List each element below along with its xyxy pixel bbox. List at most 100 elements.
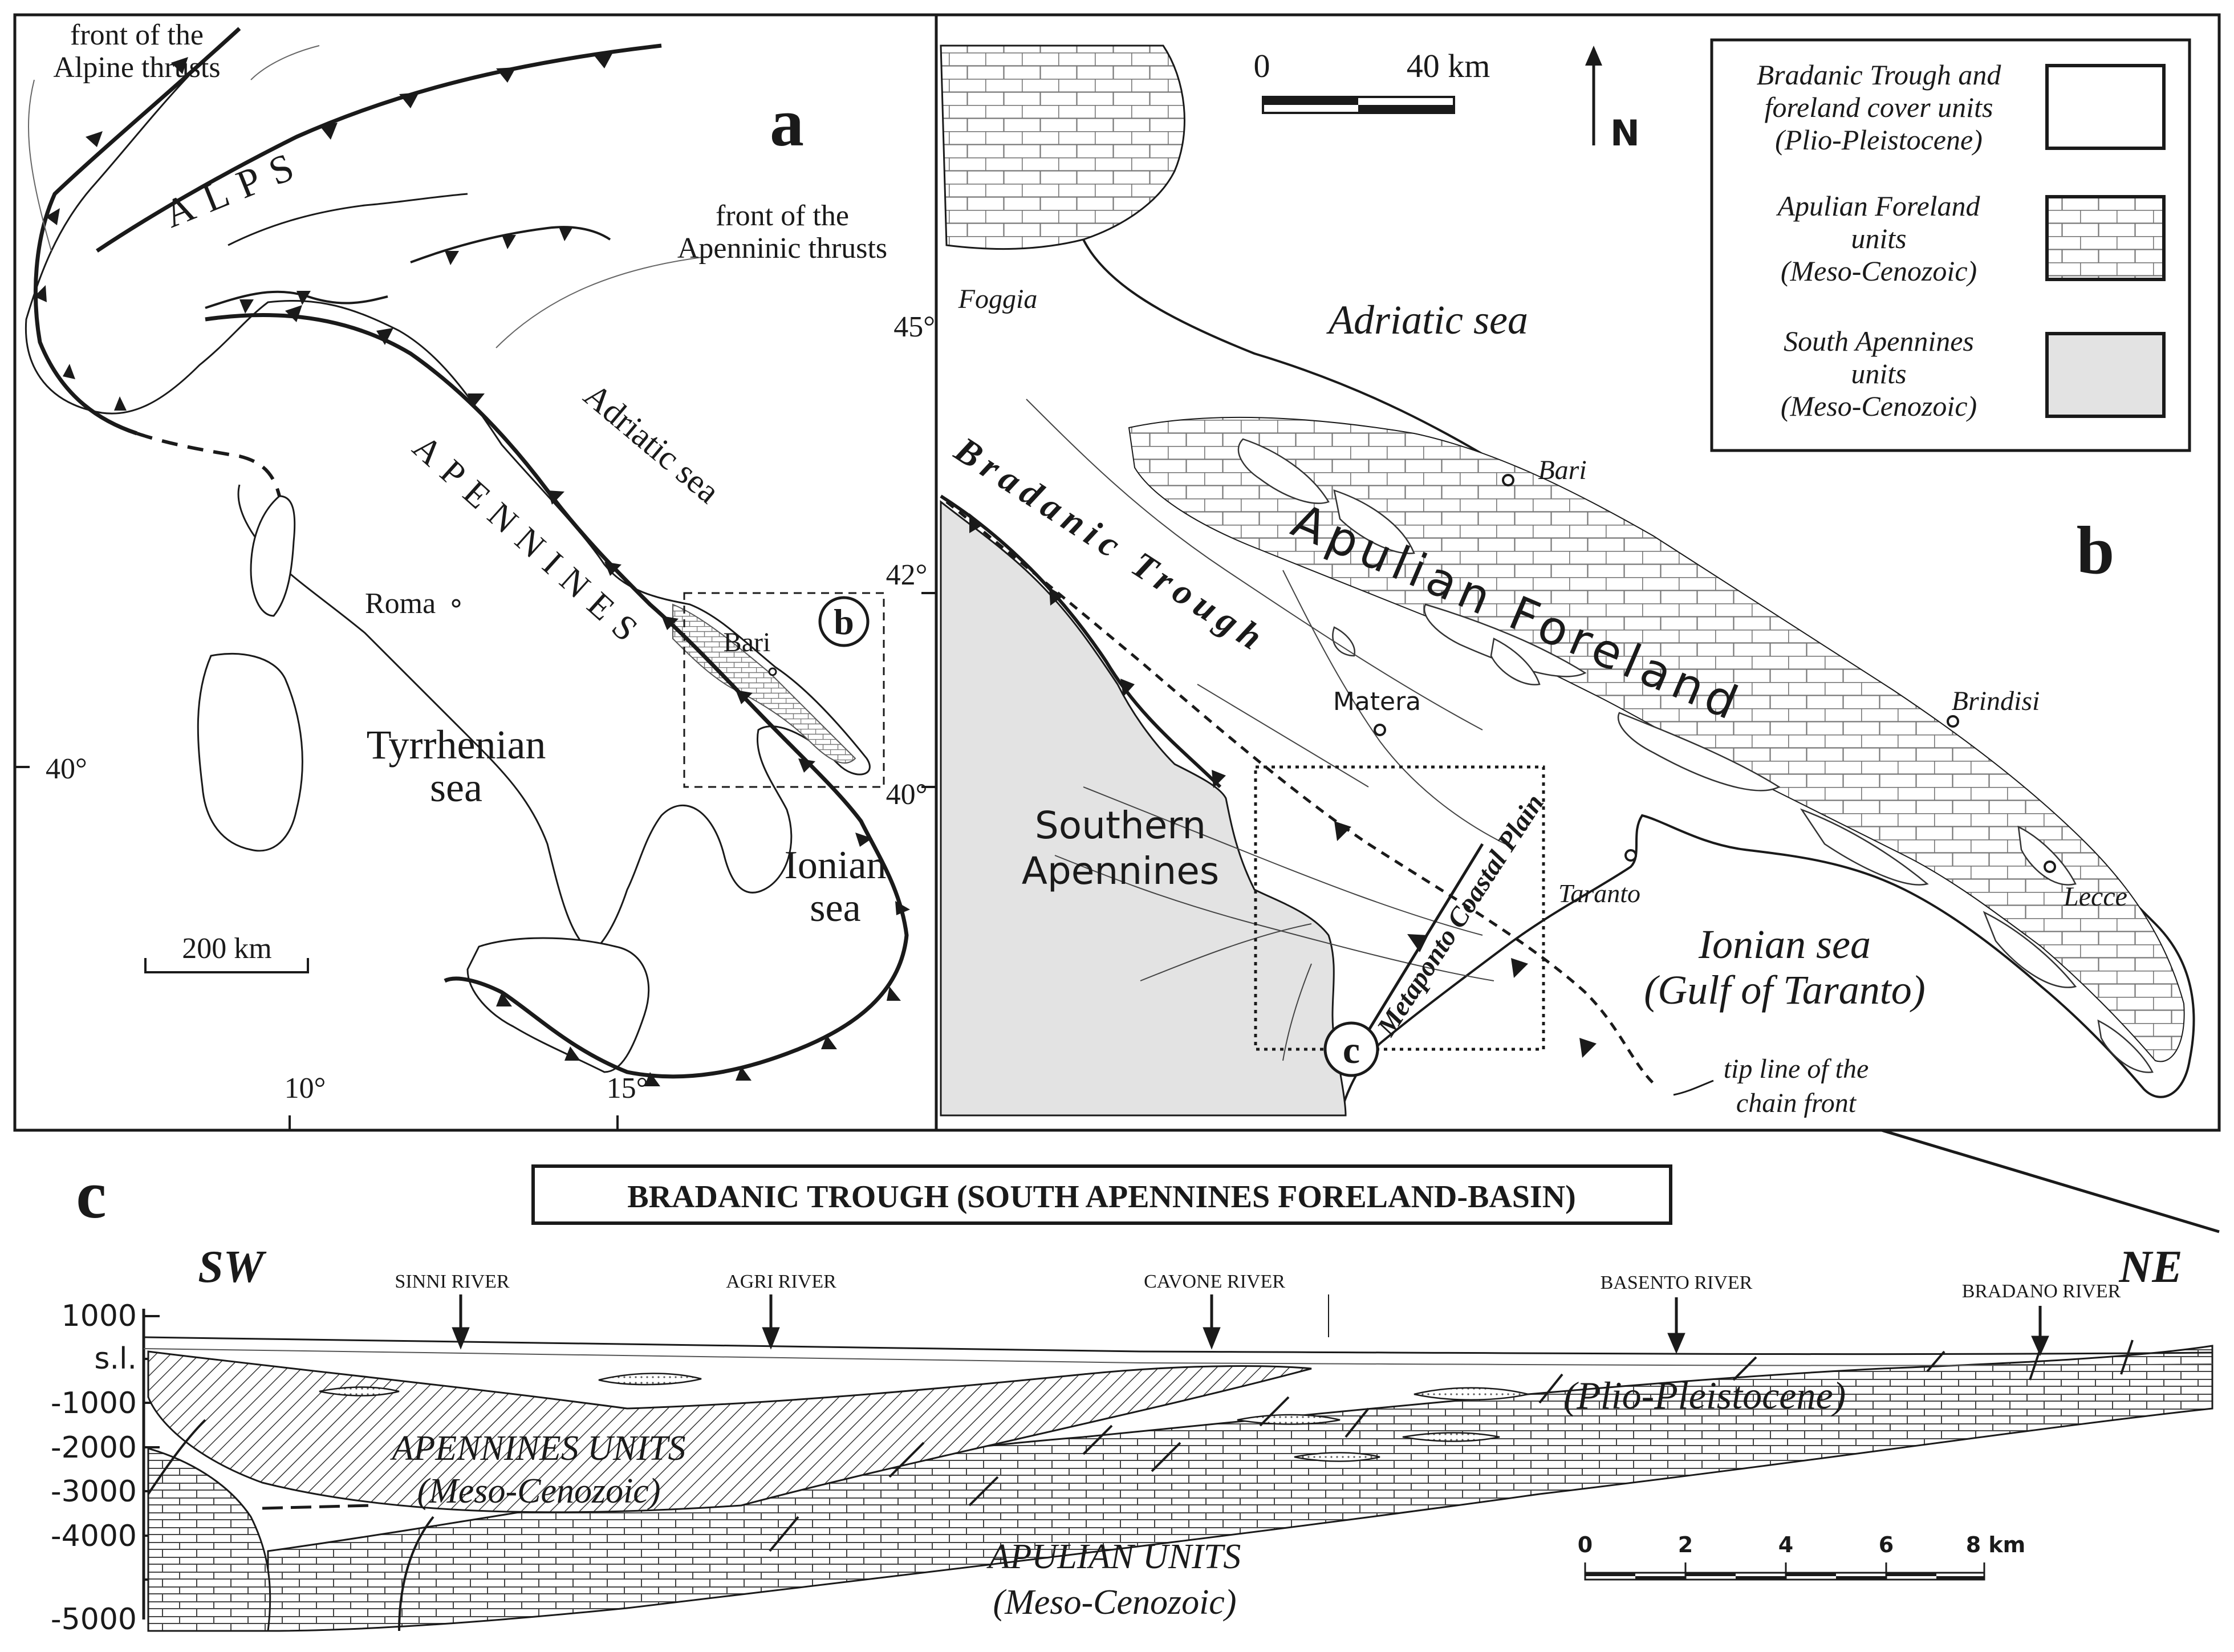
river-label: BASENTO RIVER bbox=[1601, 1272, 1753, 1293]
scale-label: 4 bbox=[1778, 1532, 1793, 1557]
legend-swatch-foreland bbox=[2045, 195, 2166, 281]
roma-label: Roma bbox=[365, 587, 436, 620]
panel-a-letter: a bbox=[770, 84, 804, 160]
ionian-label-a-1: Ionian bbox=[785, 843, 887, 887]
internal-thrust-2 bbox=[228, 193, 468, 246]
section-title: BRADANIC TROUGH (SOUTH APENNINES FORELAN… bbox=[627, 1179, 1576, 1215]
scale-label: 6 bbox=[1879, 1532, 1894, 1557]
river-label: SINNI RIVER bbox=[395, 1271, 509, 1292]
matera-label: Matera bbox=[1333, 687, 1421, 716]
plio-pleistocene-label: (Plio-Pleistocene) bbox=[1564, 1374, 1846, 1417]
depth-label: -1000 bbox=[51, 1386, 137, 1420]
legend-foreland-line-3: (Meso-Cenozoic) bbox=[1781, 255, 1977, 287]
river-labels: SINNI RIVER AGRI RIVER CAVONE RIVER BASE… bbox=[395, 1271, 2121, 1302]
bari-label-b: Bari bbox=[1538, 455, 1586, 485]
panel-c-cross-section: c BRADANIC TROUGH (SOUTH APENNINES FOREL… bbox=[51, 1156, 2213, 1637]
section-marker: c bbox=[1343, 1028, 1360, 1071]
lat-40-label-left: 40° bbox=[46, 753, 87, 785]
brindisi-label: Brindisi bbox=[1952, 686, 2040, 716]
tip-line-label-2: chain front bbox=[1736, 1088, 1857, 1118]
alpine-thrust-teeth bbox=[34, 52, 613, 411]
legend-foreland-line-2: units bbox=[1851, 222, 1906, 254]
scale-label: 8 km bbox=[1966, 1532, 2026, 1557]
tip-line-teeth bbox=[1334, 821, 1597, 1058]
north-label: N bbox=[1610, 112, 1640, 154]
lat-42-label: 42° bbox=[886, 559, 928, 591]
internal-thrust-teeth bbox=[239, 227, 573, 314]
lecce-label: Lecce bbox=[2063, 882, 2127, 912]
apulian-units-label-1: APULIAN UNITS bbox=[986, 1537, 1241, 1576]
panel-c-letter: c bbox=[76, 1156, 106, 1232]
corsica-coastline bbox=[250, 495, 296, 617]
sw-label: SW bbox=[198, 1242, 266, 1292]
depth-label: -4000 bbox=[51, 1519, 137, 1553]
bari-point-b bbox=[1502, 474, 1514, 486]
tip-line-leader bbox=[1673, 1079, 1714, 1096]
river-arrows bbox=[452, 1294, 2049, 1357]
apennines-units-label-2: (Meso-Cenozoic) bbox=[417, 1472, 661, 1511]
internal-thrust-3 bbox=[410, 226, 611, 263]
river-label: BRADANO RIVER bbox=[1962, 1281, 2121, 1302]
ionian-label-b-1: Ionian sea bbox=[1698, 922, 1871, 967]
sardinia-coastline bbox=[197, 652, 303, 852]
ne-label: NE bbox=[2118, 1242, 2182, 1292]
alpine-thrust-front-west bbox=[34, 27, 241, 436]
southern-apennines-label-1: Southern bbox=[1035, 803, 1206, 847]
lecce-point bbox=[2044, 860, 2056, 873]
panel-b-marker-circle bbox=[818, 596, 870, 647]
panel-b-scale-zero: 0 bbox=[1254, 47, 1270, 84]
section-faults bbox=[147, 1340, 2134, 1631]
lon-15-label: 15° bbox=[607, 1072, 648, 1105]
lat-40-label-right: 40° bbox=[886, 778, 928, 811]
tyrrhenian-label-1: Tyrrhenian bbox=[367, 722, 546, 768]
legend-cover-line-2: foreland cover units bbox=[1765, 91, 1993, 123]
sw-basement-layers bbox=[147, 1447, 271, 1632]
depth-label: -2000 bbox=[51, 1431, 137, 1465]
apenninic-thrust-teeth bbox=[285, 305, 910, 1086]
legend-apennines-line-1: South Apennines bbox=[1784, 325, 1974, 357]
apenninic-leader bbox=[495, 256, 708, 348]
dashed-thrust-link bbox=[136, 432, 281, 497]
river-label: CAVONE RIVER bbox=[1144, 1271, 1285, 1292]
apulian-units-label-2: (Meso-Cenozoic) bbox=[993, 1583, 1237, 1622]
section-title-box bbox=[531, 1164, 1672, 1225]
section-marker-circle bbox=[1323, 1021, 1379, 1077]
legend-cover-line-1: Bradanic Trough and bbox=[1757, 59, 2002, 91]
legend-apennines-line-3: (Meso-Cenozoic) bbox=[1781, 390, 1977, 422]
bari-label-a: Bari bbox=[724, 627, 771, 657]
bari-point-a bbox=[768, 667, 777, 676]
metaponto-label: Metaponto Coastal Plain bbox=[1371, 789, 1550, 1042]
panel-b-scale-end: 40 km bbox=[1407, 47, 1490, 84]
section-scale-ticks bbox=[1584, 1562, 1985, 1580]
adriatic-label-a: Adriatic sea bbox=[577, 376, 727, 510]
roma-point bbox=[452, 599, 461, 608]
bradanic-thrust-front bbox=[940, 494, 1222, 789]
apenninic-thrust-front bbox=[205, 313, 909, 1079]
panel-b-inset-box bbox=[683, 592, 885, 788]
bradanic-thrust-teeth bbox=[969, 513, 1226, 788]
southern-apennines-label-2: Apennines bbox=[1022, 849, 1219, 893]
apulia-small-area bbox=[672, 603, 856, 764]
legend-apennines-line-2: units bbox=[1851, 358, 1906, 389]
legend-swatch-apennines bbox=[2045, 332, 2166, 418]
depth-label: -5000 bbox=[51, 1602, 137, 1637]
alpine-front-label-1: front of the bbox=[70, 19, 204, 51]
panel-a-scale-label: 200 km bbox=[182, 932, 271, 965]
apulian-units-body bbox=[267, 1345, 2213, 1632]
panel-b-marker: b bbox=[834, 602, 854, 642]
panel-c-top-edge bbox=[15, 1129, 2220, 1233]
matera-point bbox=[1374, 724, 1386, 736]
apenninic-front-label-2: Apenninic thrusts bbox=[677, 232, 887, 265]
foreland-cover-lenses bbox=[1237, 438, 2154, 1073]
panel-a-italy-map: front of the Alpine thrusts a front of t… bbox=[15, 19, 936, 1130]
southern-apennines-area bbox=[940, 500, 1347, 1117]
apennines-units-label-1: APENNINES UNITS bbox=[390, 1429, 686, 1468]
taranto-point bbox=[1624, 849, 1637, 862]
panel-b-scale-seg-2 bbox=[1358, 105, 1454, 113]
legend-foreland-line-1: Apulian Foreland bbox=[1776, 190, 1980, 222]
panel-b-scale-seg-1 bbox=[1263, 97, 1358, 105]
section-scale-segments bbox=[1585, 1573, 1984, 1580]
section-area-box bbox=[1254, 765, 1545, 1051]
legend-swatch-cover bbox=[2045, 64, 2166, 150]
